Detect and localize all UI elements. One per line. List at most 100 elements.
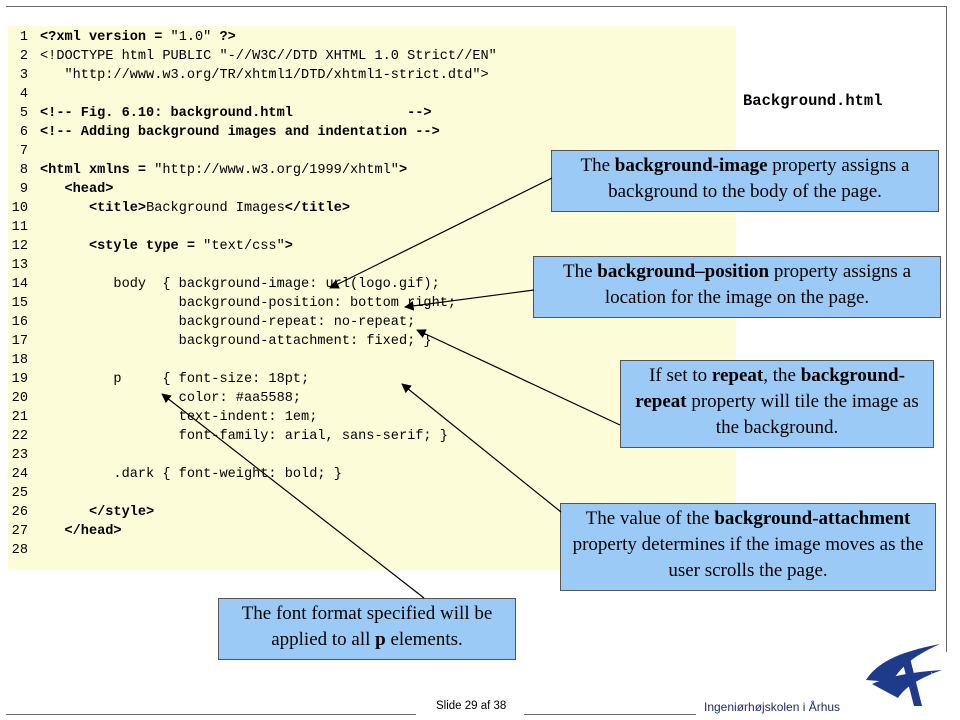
code-token: 18pt <box>268 372 302 387</box>
code-content: font-family: arial, sans-serif; } <box>40 427 448 446</box>
callout-text: The value of the <box>585 508 715 529</box>
code-content: <!-- Fig. 6.10: background.html --> <box>40 104 432 123</box>
code-token: font-family: <box>40 429 285 444</box>
code-line: 23 <box>8 446 40 465</box>
code-line: 14 body { background-image: url(logo.gif… <box>8 275 440 294</box>
code-token: fixed <box>366 334 408 349</box>
slide-number: Slide 29 af 38 <box>436 700 507 712</box>
code-token: "http://www.w3.org/1999/xhtml" <box>154 163 399 178</box>
code-token: <!-- Fig. 6.10: background.html --> <box>40 106 432 121</box>
code-content: <title>Background Images</title> <box>40 199 350 218</box>
code-line: 24 .dark { font-weight: bold; } <box>8 465 342 484</box>
line-number: 13 <box>11 258 28 273</box>
line-number: 18 <box>11 353 28 368</box>
code-token: "1.0" <box>170 30 212 45</box>
callout-text: , the <box>763 365 801 386</box>
arrow-background-image <box>329 177 553 289</box>
code-token: ; <box>407 315 416 330</box>
code-line: 10 <title>Background Images</title> <box>8 199 350 218</box>
code-content: background-repeat: no-repeat; <box>40 313 416 332</box>
code-line: 4 <box>8 85 40 104</box>
callout-text: The <box>580 155 615 176</box>
code-token: arial, sans-serif <box>284 429 424 444</box>
code-line: 19 p { font-size: 18pt; <box>8 370 310 389</box>
code-token: <?xml version = <box>40 30 171 45</box>
code-token: > <box>398 163 408 178</box>
code-line: 6<!-- Adding background images and inden… <box>8 123 440 142</box>
code-content: .dark { font-weight: bold; } <box>40 465 342 484</box>
code-token: <head> <box>40 182 114 197</box>
file-label: Background.html <box>743 92 883 110</box>
line-number: 20 <box>11 391 28 406</box>
line-number: 24 <box>11 467 28 482</box>
code-token: ; } <box>317 467 342 482</box>
logo-body <box>902 658 922 706</box>
callout-text: property will tile the image as the back… <box>686 391 919 438</box>
code-line: 20 color: #aa5588; <box>8 389 301 408</box>
code-content: <head> <box>40 180 113 199</box>
callout-text: property assigns a location for the imag… <box>604 261 912 308</box>
line-number: 5 <box>19 106 28 121</box>
code-line: 25 <box>8 484 40 503</box>
code-content: <html xmlns = "http://www.w3.org/1999/xh… <box>40 161 407 180</box>
code-line: 22 font-family: arial, sans-serif; } <box>8 427 448 446</box>
line-number: 23 <box>11 448 28 463</box>
line-number: 19 <box>11 372 28 387</box>
arrow-background-attachment <box>401 383 562 513</box>
code-content: <?xml version = "1.0" ?> <box>40 28 236 47</box>
callout-keyword: background–position <box>597 261 770 282</box>
code-content: </style> <box>40 503 154 522</box>
code-token: ; } <box>407 334 432 349</box>
callout-text: property determines if the image moves a… <box>572 534 924 581</box>
arrow-background-repeat <box>416 329 621 426</box>
code-line: 1<?xml version = "1.0" ?> <box>8 28 236 47</box>
line-number: 7 <box>19 144 28 159</box>
code-content: <!DOCTYPE html PUBLIC "-//W3C//DTD XHTML… <box>40 47 497 66</box>
code-token: bold <box>284 467 318 482</box>
code-token: ; <box>431 277 440 292</box>
line-number: 15 <box>11 296 28 311</box>
callout-background-position: The background–position property assigns… <box>533 256 941 318</box>
code-token: <!DOCTYPE html PUBLIC "-//W3C//DTD XHTML… <box>40 49 497 64</box>
code-token: url(logo.gif) <box>325 277 432 292</box>
code-line: 28 <box>8 541 40 560</box>
code-token: ?> <box>211 30 236 45</box>
code-content: text-indent: 1em; <box>40 408 318 427</box>
code-content: background-attachment: fixed; } <box>40 332 432 351</box>
code-token: ; } <box>423 429 448 444</box>
iha-logo: iha.dk <box>866 644 942 706</box>
line-number: 21 <box>11 410 28 425</box>
line-number: 27 <box>11 524 28 539</box>
code-token: text-indent: <box>40 410 285 425</box>
code-token: color: <box>40 391 236 406</box>
code-token: <!-- Adding background images and indent… <box>40 125 440 140</box>
code-token: body { background-image: <box>40 277 326 292</box>
callout-text: If set to <box>649 365 712 386</box>
callout-text: elements. <box>385 629 463 650</box>
code-token: background-attachment: <box>40 334 367 349</box>
line-number: 9 <box>19 182 28 197</box>
callout-text: The font format specified will be applie… <box>241 603 493 650</box>
logo-swoosh-mid <box>872 670 942 698</box>
code-token: <style type = <box>40 239 204 254</box>
code-token: .dark { font-weight: <box>40 467 285 482</box>
code-content: background-position: bottom right; <box>40 294 456 313</box>
code-token: ; <box>447 296 457 311</box>
code-content: "http://www.w3.org/TR/xhtml1/DTD/xhtml1-… <box>40 66 488 85</box>
code-token: > <box>284 239 293 254</box>
code-line: 5 <!-- Fig. 6.10: background.html --> <box>8 104 432 123</box>
callout-keyword: background-attachment <box>714 508 911 529</box>
code-token: <title> <box>40 201 147 216</box>
line-number: 11 <box>11 220 28 235</box>
line-number: 22 <box>11 429 28 444</box>
line-number: 17 <box>11 334 28 349</box>
code-token: 1em <box>284 410 310 425</box>
line-number: 4 <box>19 87 28 102</box>
code-line: 18 <box>8 351 40 370</box>
code-token: ; <box>292 391 302 406</box>
code-content: <style type = "text/css"> <box>40 237 293 256</box>
frame-top-border <box>6 6 946 7</box>
arrow-background-position <box>404 289 535 311</box>
code-line: 3 "http://www.w3.org/TR/xhtml1/DTD/xhtml… <box>8 66 489 85</box>
callout-text: property assigns a background to the bod… <box>608 155 910 202</box>
